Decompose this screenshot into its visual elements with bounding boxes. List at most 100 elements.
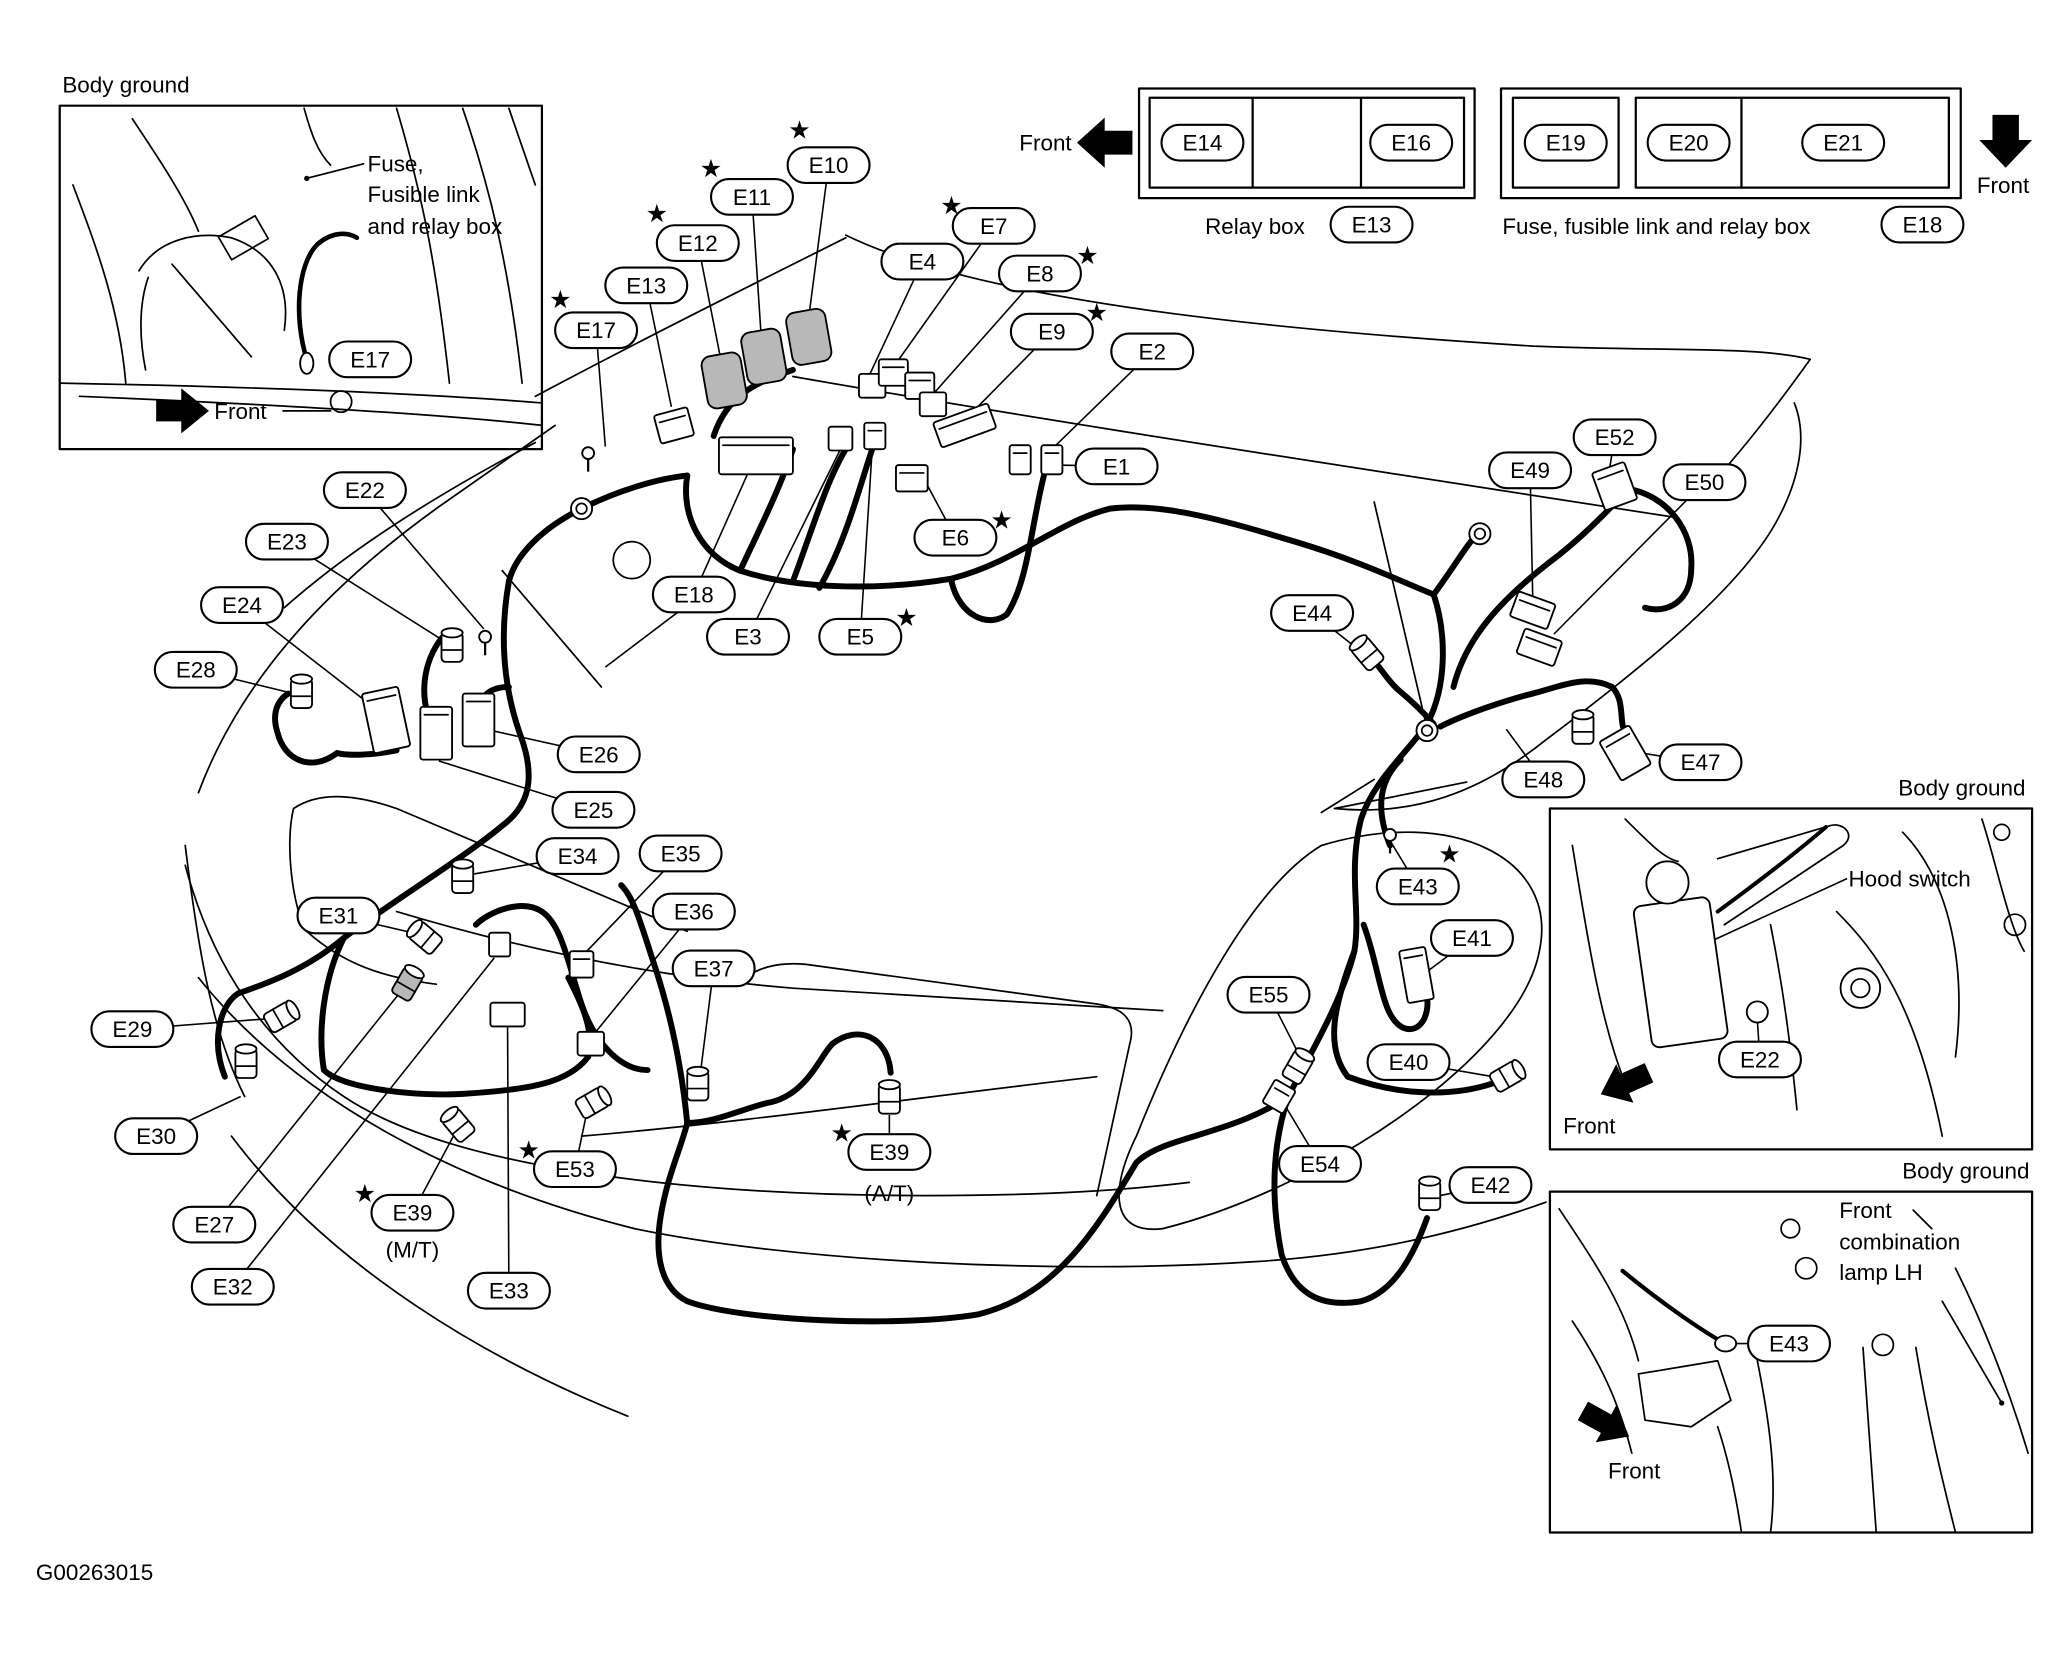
sensor-cap <box>405 919 424 939</box>
connector-label-e28: E28 <box>153 650 238 689</box>
connector-label-pill <box>880 242 965 281</box>
fuse-box-caption: Fuse, fusible link and relay box <box>1502 214 1810 239</box>
connector-lock <box>1525 636 1557 649</box>
connector-e44-icon <box>1348 634 1385 672</box>
sensor-cap <box>1571 709 1595 721</box>
sensor-ridge <box>420 930 436 949</box>
connector-label-text: E44 <box>1292 601 1332 626</box>
connector-label-pill <box>114 1117 199 1156</box>
harness-e41-branch <box>1360 921 1431 1033</box>
connector-housing <box>1599 725 1652 782</box>
sensor-cap <box>686 1065 710 1077</box>
connector-label-pill <box>535 837 620 875</box>
connector-label-e42: E42 <box>1448 1166 1533 1204</box>
connector-label-pill <box>1369 123 1454 162</box>
bolt-icon <box>1794 1256 1818 1280</box>
connector-housing <box>489 1001 526 1028</box>
connector-e10-icon <box>785 307 833 366</box>
connector-label-text: E33 <box>489 1279 529 1304</box>
connector-housing <box>1398 946 1435 1004</box>
inset-front-label: Front <box>214 399 267 424</box>
leader-e8 <box>927 272 1041 401</box>
connector-label-text: E37 <box>694 956 734 981</box>
connector-lock <box>1273 1087 1290 1097</box>
harness-e40-branch <box>1331 948 1497 1096</box>
connector-label-pill <box>1501 760 1586 799</box>
connector-label-pill <box>1717 1040 1802 1079</box>
connector-label-e36: E36 <box>651 892 736 931</box>
leader-e18-b <box>604 604 688 668</box>
connector-label-text: E25 <box>573 798 613 823</box>
connector-label-e48: E48 <box>1501 760 1586 799</box>
connector-housing <box>488 931 512 958</box>
connector-e26-icon <box>461 692 496 748</box>
connector-label-text: E20 <box>1669 131 1709 156</box>
terminal-eye <box>581 446 596 461</box>
connector-e3-icon <box>827 425 854 452</box>
connector-label-text: E41 <box>1452 926 1492 951</box>
connector-label-pill <box>1278 1144 1363 1183</box>
connector-e33-b-icon <box>489 1001 526 1028</box>
connector-label-e11: E11 <box>709 177 794 216</box>
sensor-cap <box>597 1085 613 1107</box>
connector-label-pill <box>200 586 285 624</box>
bolt-icon <box>1992 823 2011 842</box>
connector-label-text: E36 <box>674 899 714 924</box>
connector-label-text: E22 <box>345 478 385 503</box>
lamp-inset-lines <box>1558 1207 2029 1534</box>
connector-label-e14: E14 <box>1160 123 1245 162</box>
leader-e36 <box>594 911 695 1034</box>
connector-label-pill <box>786 146 871 185</box>
connector-label-pill <box>90 1010 175 1049</box>
lamp-inset-front-label: Front <box>1608 1458 1661 1483</box>
connector-grommet-left-icon <box>570 497 594 521</box>
connector-label-text: E27 <box>194 1213 234 1238</box>
connector-label-pill <box>322 471 407 510</box>
bolt-icon <box>1839 967 1882 1009</box>
connector-e34-icon <box>451 858 475 894</box>
connector-label-text: E48 <box>1523 767 1563 792</box>
grommet-inner <box>575 502 588 515</box>
connector-label-pill <box>1375 867 1460 906</box>
leader-e7 <box>892 225 995 368</box>
harness-left-side <box>215 578 532 1080</box>
connector-label-pill <box>913 518 998 557</box>
connector-label-e25: E25 <box>551 790 636 829</box>
connector-label-pill <box>638 834 723 873</box>
connector-label-text: E4 <box>909 250 936 275</box>
harness-left-lower <box>318 934 593 1098</box>
connector-label-text: E6 <box>942 526 969 551</box>
front-arrow-icon <box>1600 1063 1654 1103</box>
connector-bodies <box>234 307 1652 1212</box>
grommet-outer <box>1415 719 1439 743</box>
connector-housing <box>1040 444 1064 476</box>
connector-label-text: E35 <box>661 841 701 866</box>
connector-e49-a-icon <box>1509 590 1557 630</box>
connector-lock <box>1597 469 1624 481</box>
star-mark-7: ★ <box>1086 299 1109 327</box>
connector-label-pill <box>556 735 641 774</box>
connector-label-pill <box>1329 205 1414 244</box>
star-marks: ★★★★★★★★★★★★★ <box>354 117 1461 1208</box>
hood-switch-label: Hood switch <box>1848 866 1970 891</box>
connector-label-text: E29 <box>112 1017 152 1042</box>
connector-e1-icon <box>1008 444 1032 476</box>
inset-bracket <box>217 214 270 261</box>
connector-e39-at-icon <box>877 1079 901 1115</box>
connector-label-text: E8 <box>1026 261 1053 286</box>
connector-label-text: E13 <box>1352 213 1392 238</box>
connector-e37-icon <box>686 1065 710 1102</box>
harness-trunk-cowl <box>683 472 1483 598</box>
connector-label-e4: E4 <box>880 242 965 281</box>
connector-label-text: E49 <box>1510 458 1550 483</box>
leader-e27 <box>213 992 400 1226</box>
connector-e2-icon <box>1040 444 1064 476</box>
connector-label-text: E43 <box>1398 874 1438 899</box>
fuse-box-outer <box>1499 87 1962 200</box>
sensor-ridge <box>1497 1067 1511 1089</box>
connector-label-e49: E49 <box>1488 451 1573 490</box>
variant-note-automatic: (A/T) <box>864 1181 914 1206</box>
connector-e35-icon <box>568 950 595 979</box>
connector-label-e5: E5 <box>818 617 903 656</box>
connector-label-e13-relay-box: E13 <box>1329 205 1414 244</box>
